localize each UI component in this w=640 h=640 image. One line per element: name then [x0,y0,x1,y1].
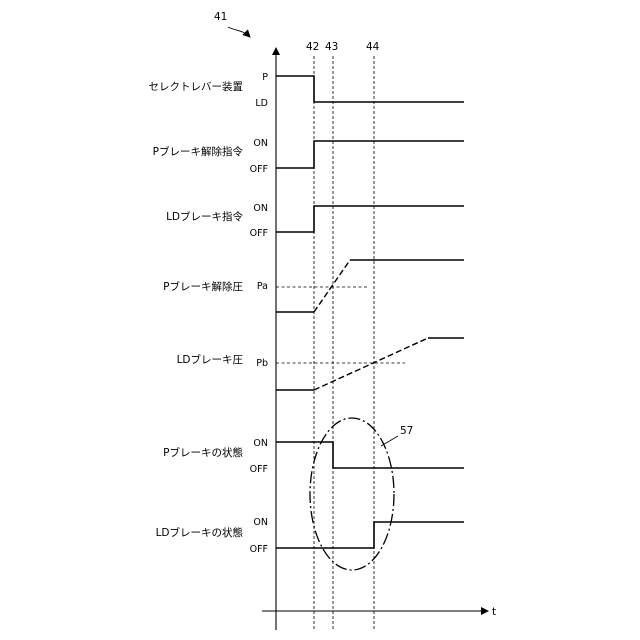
selector-lever-signal [276,76,464,102]
row-label-ld-brake-pressure: LDブレーキ圧 [177,353,244,366]
row-label-selector-lever: セレクトレバー装置 [149,80,244,93]
time-marker-43: 43 [325,41,338,53]
row-label-p-brake-state: Pブレーキの状態 [163,446,243,459]
ellipse-ref-leader [381,436,398,446]
ld-state-on-tag: ON [253,517,268,528]
p-brake-state-signal [276,442,464,468]
p-release-pressure-ramp [314,260,350,312]
ld-brake-state-signal [276,522,464,548]
ld-state-off-tag: OFF [250,544,268,555]
pa-level-tag: Pa [257,281,268,292]
time-axis-label: t [492,606,496,618]
ellipse-ref-number: 57 [400,425,413,437]
ld-pressure-ramp [314,338,428,390]
ld-cmd-off-tag: OFF [250,228,268,239]
p-release-cmd-on-tag: ON [253,138,268,149]
pb-level-tag: Pb [256,358,268,369]
selector-ld-tag: LD [255,98,268,109]
p-state-off-tag: OFF [250,464,268,475]
time-marker-44: 44 [366,41,380,53]
time-marker-42: 42 [306,41,319,53]
figure-ref-number: 41 [214,11,227,23]
ld-cmd-on-tag: ON [253,203,268,214]
figure-ref-leader [228,27,250,37]
p-state-on-tag: ON [253,438,268,449]
row-label-p-brake-release-pressure: Pブレーキ解除圧 [163,280,243,293]
p-release-cmd-off-tag: OFF [250,164,268,175]
row-label-ld-brake-command: LDブレーキ指令 [166,210,243,223]
p-release-command-signal [276,141,464,168]
selector-p-tag: P [262,72,268,83]
row-label-p-brake-release-command: Pブレーキ解除指令 [153,145,244,158]
ld-brake-command-signal [276,206,464,232]
row-label-ld-brake-state: LDブレーキの状態 [156,526,243,539]
